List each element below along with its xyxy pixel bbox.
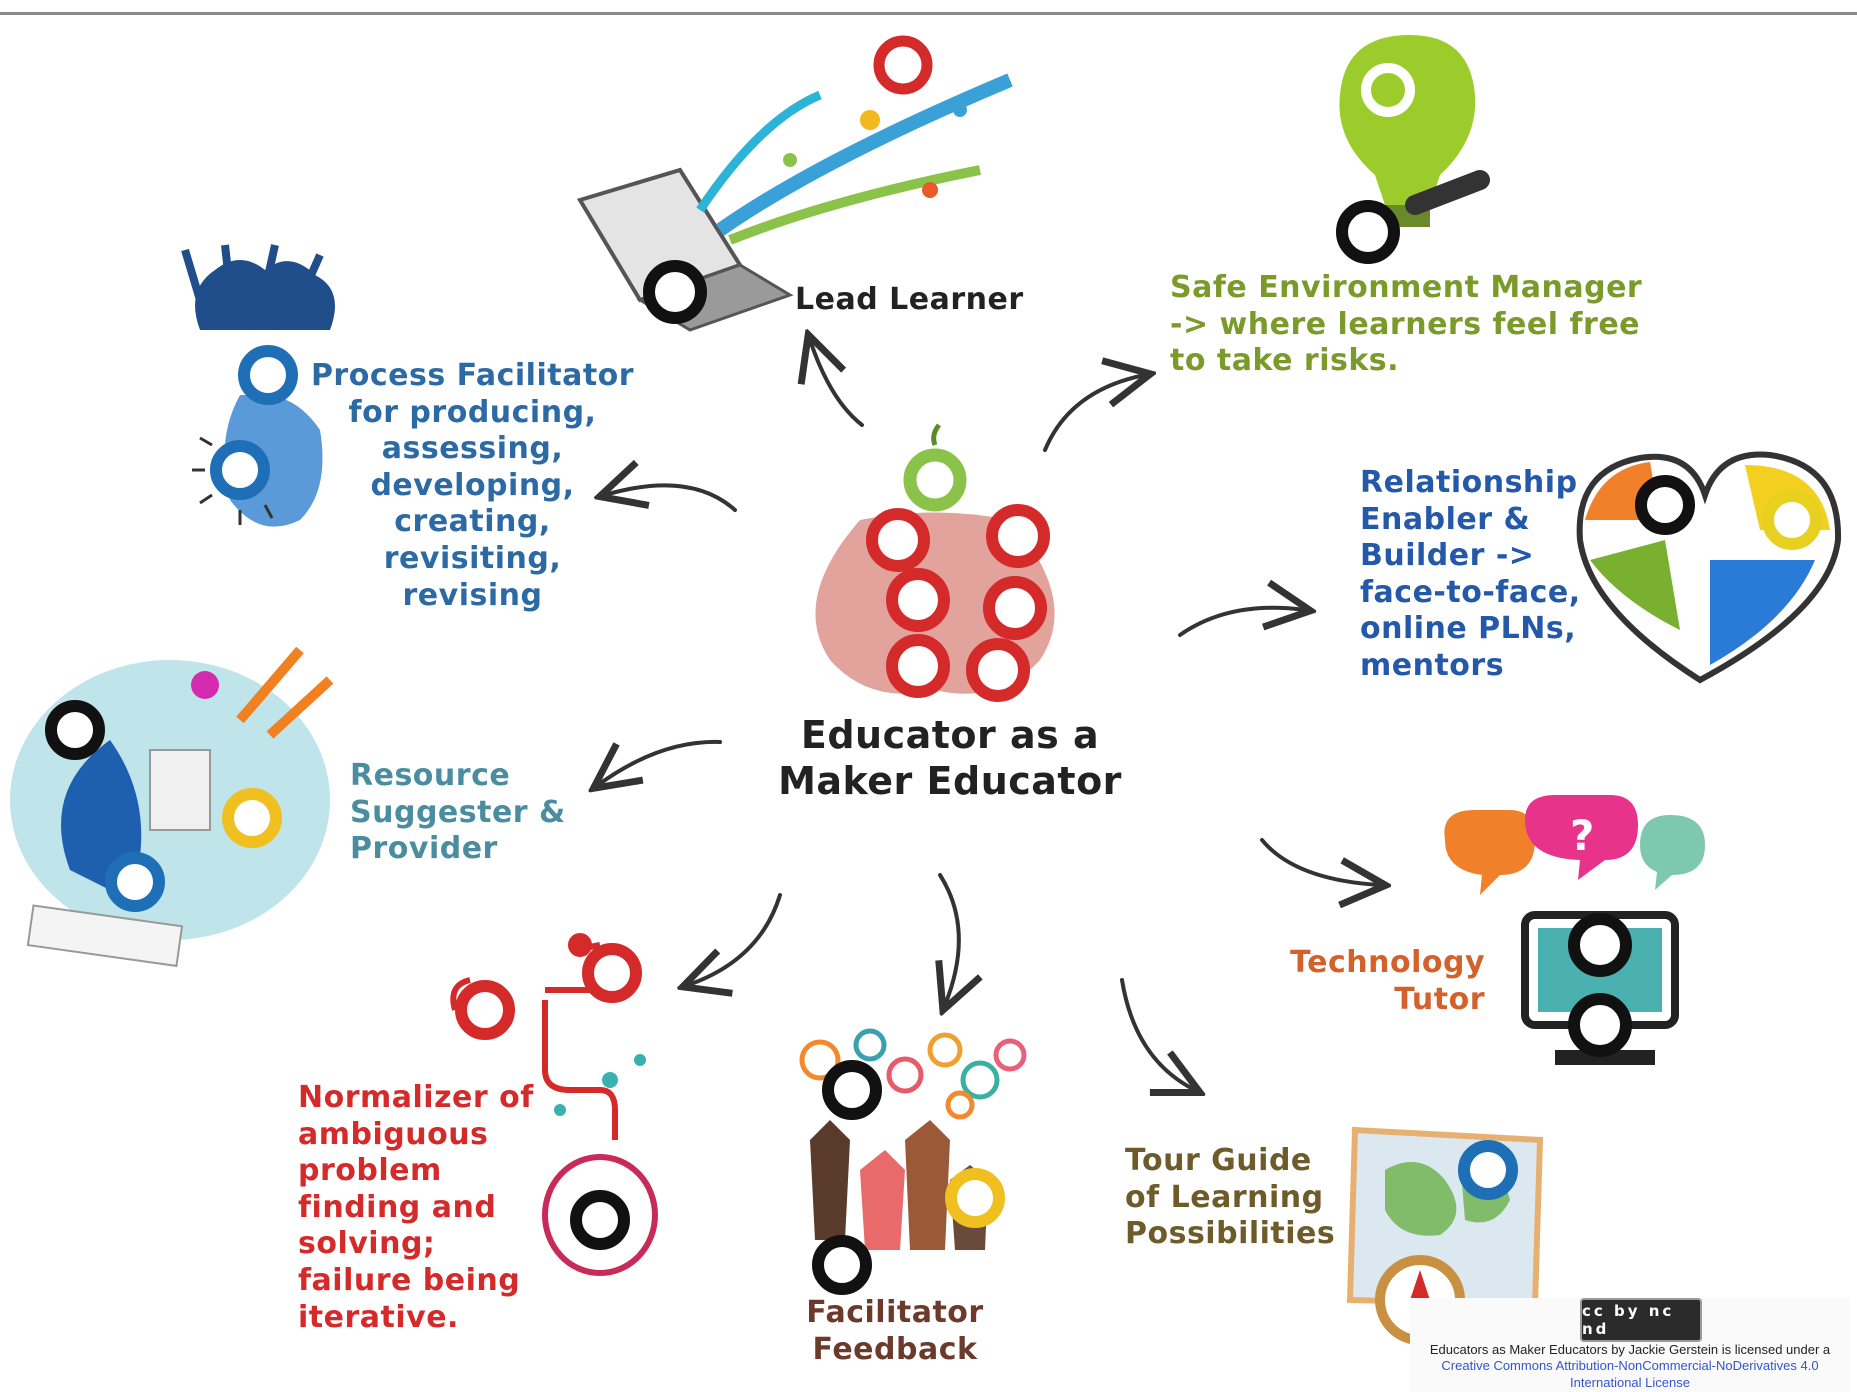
connector-arrows <box>598 340 1380 1090</box>
tour-guide-label: Tour Guide of Learning Possibilities <box>1125 1143 1336 1252</box>
svg-text:?: ? <box>1570 811 1594 860</box>
heart-puzzle-icon <box>1576 451 1842 684</box>
tree-head-icon <box>181 244 335 527</box>
resource-label: Resource Suggester & Provider <box>350 758 566 867</box>
feedback-label: Facilitator Feedback <box>806 1295 984 1367</box>
relationship-label: Relationship Enabler & Builder -> face-t… <box>1360 465 1581 683</box>
process-facilitator-label: Process Facilitator for producing, asses… <box>310 358 635 613</box>
arrow-to-feedback <box>940 873 959 1005</box>
arrow-to-resource <box>598 739 722 785</box>
laptop-splash-icon <box>576 35 1013 332</box>
apple-ring-icon <box>815 423 1055 702</box>
arrow-to-safe-environment <box>1043 375 1145 452</box>
arrow-to-lead-learner <box>810 340 864 427</box>
arrow-to-relationship <box>1178 608 1305 637</box>
technology-label: Technology Tutor <box>1290 945 1485 1017</box>
license-prefix: Educators as Maker Educators by Jackie G… <box>1429 1342 1831 1357</box>
raised-hands-icon <box>799 1028 1027 1295</box>
arrow-to-process-facilitator <box>605 485 737 512</box>
arrow-to-technology <box>1260 838 1380 885</box>
cc-license-badge[interactable]: cc by nc nd <box>1580 1298 1702 1342</box>
lead-learner-label: Lead Learner <box>795 282 1024 317</box>
arrow-to-tour-guide <box>1120 978 1195 1090</box>
top-rule <box>0 12 1857 15</box>
normalizer-label: Normalizer of ambiguous problem finding … <box>298 1080 534 1335</box>
lightbulb-icon <box>1336 35 1490 264</box>
arrow-to-normalizer <box>688 893 782 985</box>
license-block: cc by nc nd Educators as Maker Educators… <box>1410 1298 1850 1392</box>
license-text: Educators as Maker Educators by Jackie G… <box>1410 1342 1850 1391</box>
center-label: Educator as a Maker Educator <box>778 713 1122 804</box>
red-pipes-icon <box>450 933 658 1276</box>
globe-devices-icon <box>10 646 334 968</box>
safe-environment-label: Safe Environment Manager -> where learne… <box>1170 270 1643 379</box>
license-link[interactable]: Creative Commons Attribution-NonCommerci… <box>1441 1358 1819 1390</box>
speech-bubbles-computer-icon: ? <box>1444 795 1705 1065</box>
